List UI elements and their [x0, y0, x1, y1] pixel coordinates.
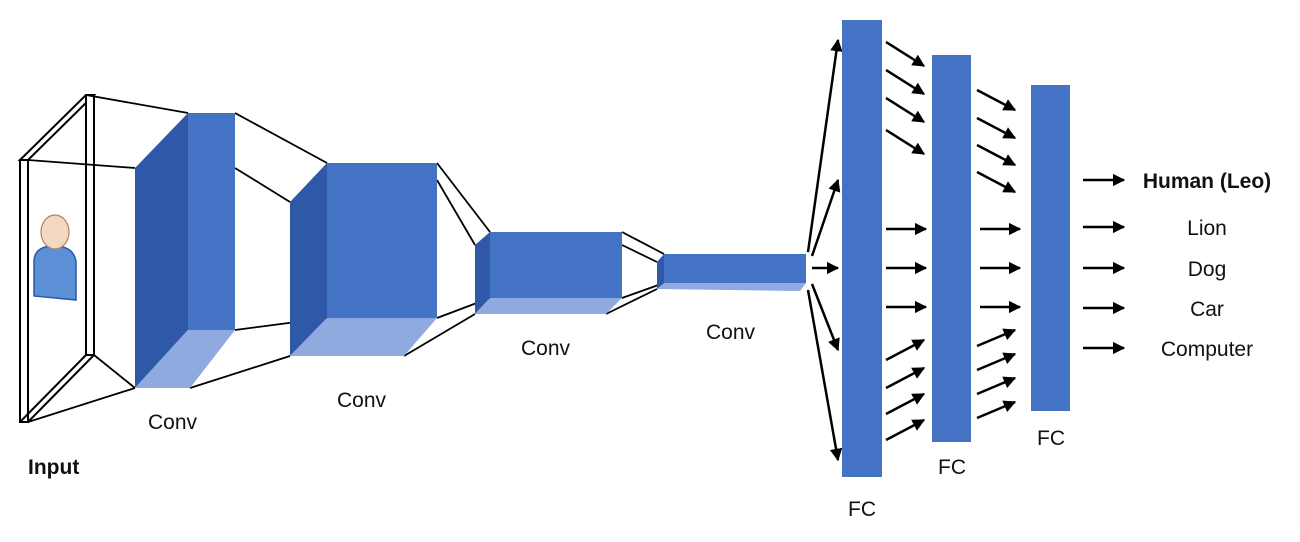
output-label: Computer [1161, 338, 1253, 361]
input-label: Input [28, 456, 79, 479]
person-icon [33, 214, 77, 301]
output-labels: Human (Leo) Lion Dog Car Computer [1143, 170, 1271, 361]
output-label: Human (Leo) [1143, 170, 1271, 193]
arrows-conv-to-fc1 [806, 38, 843, 462]
input-frame [17, 94, 97, 423]
connection-lines [27, 94, 665, 423]
conv-label-3: Conv [521, 337, 571, 360]
conv-block-4 [657, 254, 806, 291]
fc-layer-1 [842, 20, 882, 477]
fc-label-2: FC [938, 456, 966, 479]
conv-label-1: Conv [148, 411, 198, 434]
conv-block-3 [475, 232, 622, 314]
conv-block-2 [290, 163, 437, 356]
arrows-fc2-to-fc3 [976, 88, 1022, 420]
output-label: Car [1190, 298, 1224, 321]
arrows-fc1-to-fc2 [885, 40, 928, 442]
fc-label-1: FC [848, 498, 876, 521]
conv-label-4: Conv [706, 321, 756, 344]
fc-label-3: FC [1037, 427, 1065, 450]
fc-layer-3 [1031, 85, 1070, 411]
fc-layer-2 [932, 55, 971, 442]
conv-label-2: Conv [337, 389, 387, 412]
output-label: Dog [1188, 258, 1227, 281]
arrows-fc3-to-outputs [1083, 173, 1126, 355]
conv-block-1 [135, 113, 235, 388]
output-label: Lion [1187, 217, 1227, 240]
